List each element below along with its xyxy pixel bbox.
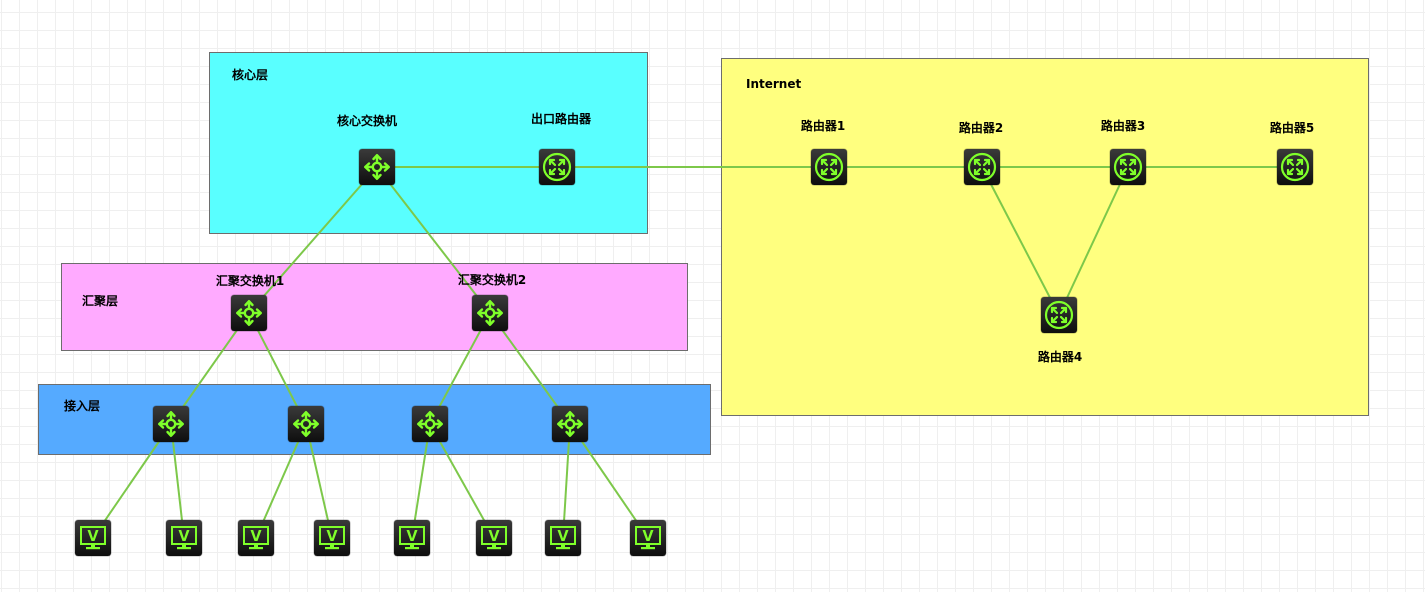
label-router-5: 路由器5 <box>1269 121 1315 135</box>
label-router-4: 路由器4 <box>1037 350 1083 364</box>
router-icon <box>814 152 844 182</box>
pc-5[interactable] <box>394 520 430 556</box>
access-switch-2[interactable] <box>288 406 324 442</box>
pc-monitor-icon <box>399 526 425 551</box>
zone-aggregation-layer[interactable] <box>61 263 688 351</box>
layer3-switch-icon <box>364 153 390 181</box>
pc-2[interactable] <box>166 520 202 556</box>
pc-7[interactable] <box>545 520 581 556</box>
layer3-switch-icon <box>557 411 583 437</box>
zone-access-layer[interactable] <box>38 384 711 455</box>
core-switch[interactable] <box>359 149 395 185</box>
router-icon <box>1113 152 1143 182</box>
pc-6[interactable] <box>476 520 512 556</box>
pc-monitor-icon <box>481 526 507 551</box>
pc-3[interactable] <box>238 520 274 556</box>
router-4[interactable] <box>1041 297 1077 333</box>
label-router-3: 路由器3 <box>1100 119 1146 133</box>
pc-monitor-icon <box>319 526 345 551</box>
router-2[interactable] <box>964 149 1000 185</box>
pc-monitor-icon <box>243 526 269 551</box>
pc-8[interactable] <box>630 520 666 556</box>
access-switch-1[interactable] <box>153 406 189 442</box>
router-5[interactable] <box>1277 149 1313 185</box>
label-agg-switch-1: 汇聚交换机1 <box>215 274 285 288</box>
label-agg-switch-2: 汇聚交换机2 <box>457 273 527 287</box>
router-1[interactable] <box>811 149 847 185</box>
pc-4[interactable] <box>314 520 350 556</box>
zone-label-core: 核心层 <box>232 68 269 82</box>
layer3-switch-icon <box>157 411 185 437</box>
pc-monitor-icon <box>550 526 576 551</box>
router-icon <box>1044 300 1074 330</box>
pc-1[interactable] <box>75 520 111 556</box>
layer3-switch-icon <box>293 411 319 437</box>
access-switch-3[interactable] <box>412 406 448 442</box>
agg-switch-2[interactable] <box>472 295 508 331</box>
zone-label-access: 接入层 <box>64 399 101 413</box>
router-icon <box>542 152 572 182</box>
zone-core-layer[interactable] <box>209 52 648 234</box>
layer3-switch-icon <box>235 300 262 326</box>
layer3-switch-icon <box>477 300 503 326</box>
label-core-switch: 核心交换机 <box>336 114 398 128</box>
router-icon <box>967 152 997 182</box>
egress-router[interactable] <box>539 149 575 185</box>
label-router-2: 路由器2 <box>958 121 1004 135</box>
label-egress-router: 出口路由器 <box>530 112 592 126</box>
layer3-switch-icon <box>417 411 443 437</box>
zone-label-internet: Internet <box>746 77 802 91</box>
agg-switch-1[interactable] <box>231 295 267 331</box>
label-router-1: 路由器1 <box>800 119 846 133</box>
router-3[interactable] <box>1110 149 1146 185</box>
zone-label-aggregation: 汇聚层 <box>82 294 119 308</box>
access-switch-4[interactable] <box>552 406 588 442</box>
pc-monitor-icon <box>171 526 197 551</box>
pc-monitor-icon <box>80 526 106 551</box>
router-icon <box>1280 152 1310 182</box>
pc-monitor-icon <box>635 526 661 551</box>
